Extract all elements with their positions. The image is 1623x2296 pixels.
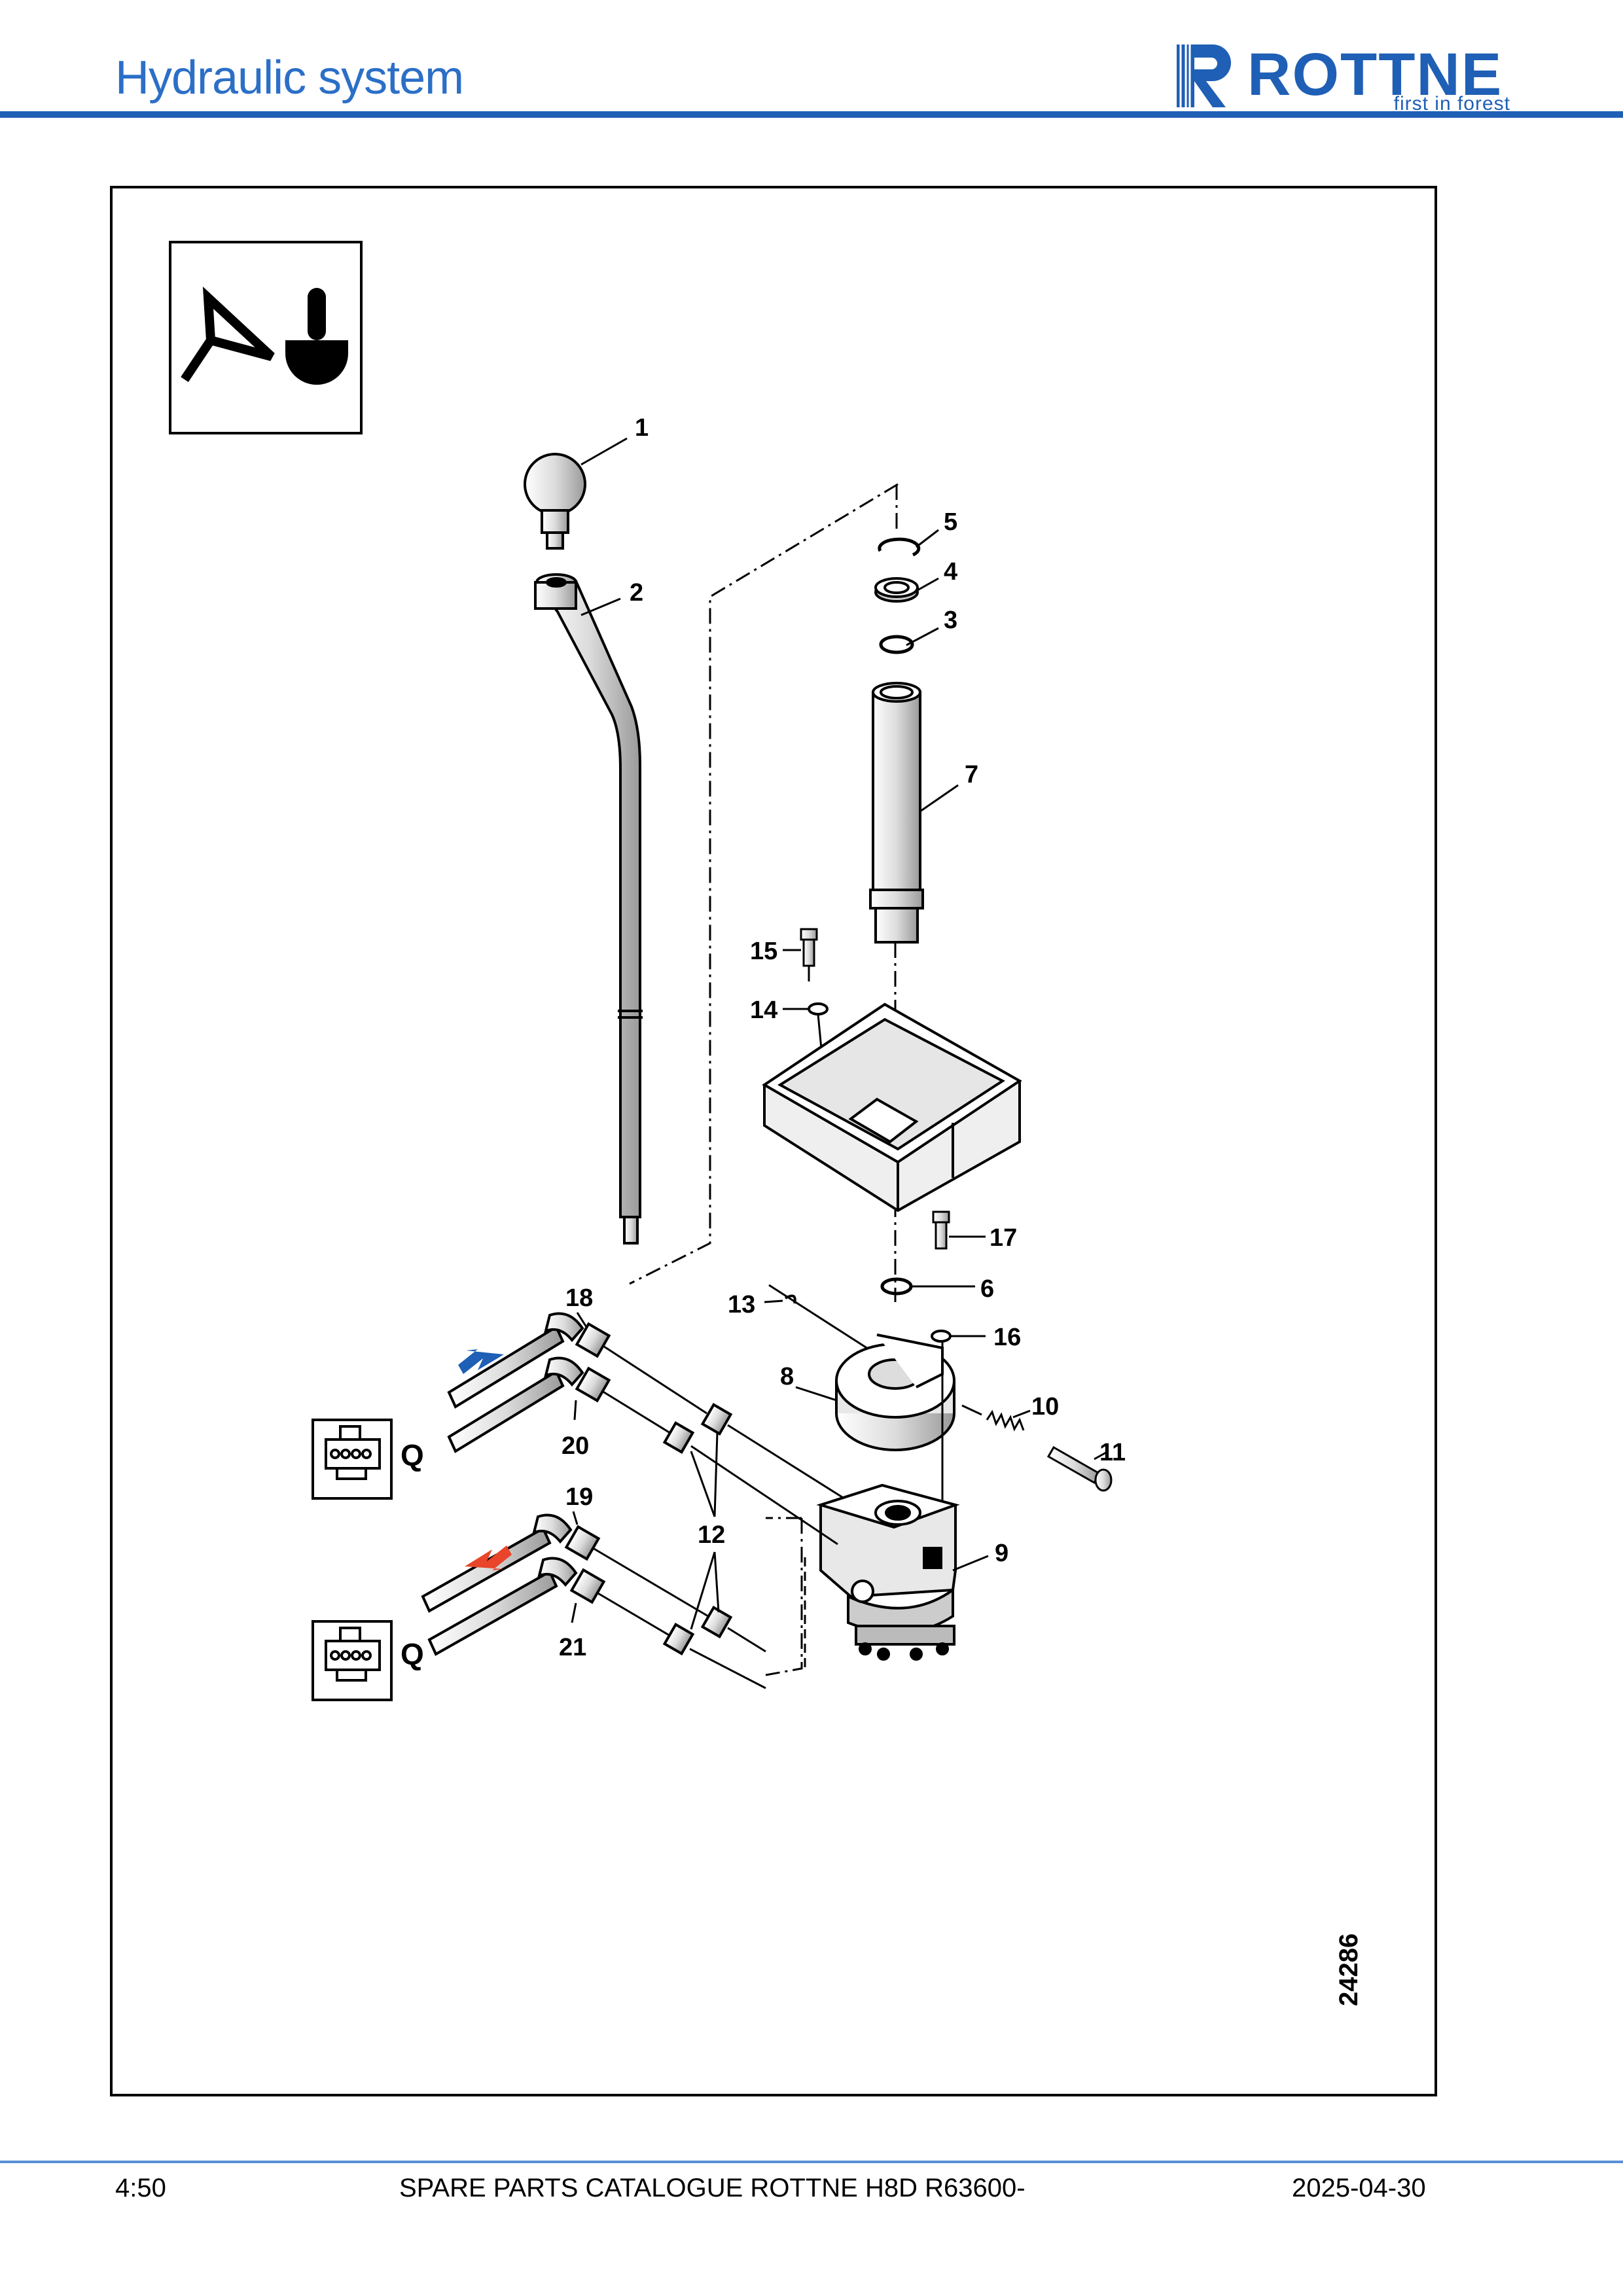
hoses-18-20 <box>447 1312 611 1453</box>
part-15-screw <box>800 928 818 967</box>
callout-11: 11 <box>1099 1439 1126 1466</box>
part-12-adapters <box>662 1403 733 1655</box>
view-code-labels: Q Q <box>401 1438 424 1671</box>
catalogue-date: 2025-04-30 <box>1292 2174 1426 2202</box>
logo-tagline: first in forest <box>1393 93 1510 115</box>
header-rule <box>0 111 1623 118</box>
catalogue-title: SPARE PARTS CATALOGUE ROTTNE H8D R63600- <box>399 2174 1026 2202</box>
callout-10: 10 <box>1031 1393 1059 1421</box>
part-16-washer <box>931 1330 952 1343</box>
callout-4: 4 <box>944 558 957 586</box>
part-2-lever <box>534 573 643 1245</box>
callout-2: 2 <box>630 579 643 607</box>
callout-7: 7 <box>965 761 978 788</box>
connection-lines <box>592 1344 845 1689</box>
drawing-number: 24286 <box>1334 1934 1363 2006</box>
callout-18: 18 <box>565 1284 593 1312</box>
callout-14: 14 <box>750 997 777 1024</box>
part-11-pin <box>1046 1445 1113 1492</box>
crane-joystick-icon <box>169 241 363 434</box>
part-3-oring <box>879 635 914 654</box>
callout-9: 9 <box>995 1540 1008 1567</box>
callout-5: 5 <box>944 508 957 536</box>
callout-8: 8 <box>780 1363 794 1390</box>
hoses-19-21 <box>421 1513 606 1656</box>
part-1-knob <box>524 453 586 550</box>
logo-r-mark-icon <box>1177 44 1231 107</box>
housing-cover <box>762 1002 1022 1212</box>
logo-wordmark: ROTTNE <box>1247 41 1503 108</box>
return-flow-arrow-icon <box>458 1349 504 1374</box>
part-4-bushing <box>874 577 919 603</box>
callout-6: 6 <box>980 1275 994 1303</box>
callout-labels: 1 2 3 4 5 6 7 8 9 10 11 12 13 14 15 16 1… <box>559 414 1126 1661</box>
drawing-frame <box>110 186 1437 2096</box>
part-6-oring <box>880 1277 913 1296</box>
part-9-valve <box>816 1483 960 1661</box>
view-code-lower: Q <box>401 1637 424 1671</box>
electrical-connector-icon <box>312 1620 393 1701</box>
view-code-upper: Q <box>401 1438 424 1472</box>
part-17-screw <box>932 1210 950 1250</box>
part-7-tube <box>869 682 924 944</box>
rottne-logo: ROTTNE first in forest <box>1170 34 1510 115</box>
callout-16: 16 <box>993 1324 1021 1351</box>
callout-15: 15 <box>750 938 777 965</box>
callout-3: 3 <box>944 607 957 634</box>
callout-13: 13 <box>728 1291 755 1318</box>
callout-19: 19 <box>565 1483 593 1511</box>
page-title: Hydraulic system <box>115 52 464 104</box>
callout-1: 1 <box>635 414 649 442</box>
callout-21: 21 <box>559 1634 586 1661</box>
callout-20: 20 <box>562 1432 589 1460</box>
part-14-washer <box>808 1002 829 1016</box>
leader-lines <box>571 437 1107 1630</box>
page-number: 4:50 <box>115 2174 166 2202</box>
supply-flow-arrow-icon <box>465 1545 512 1570</box>
callout-12: 12 <box>698 1521 725 1549</box>
part-8-flange <box>835 1333 955 1451</box>
callout-17: 17 <box>990 1224 1017 1252</box>
part-5-circlip <box>878 537 921 557</box>
part-10-spring <box>986 1409 1025 1432</box>
electrical-connector-icon <box>312 1419 393 1500</box>
footer-rule <box>0 2161 1623 2163</box>
